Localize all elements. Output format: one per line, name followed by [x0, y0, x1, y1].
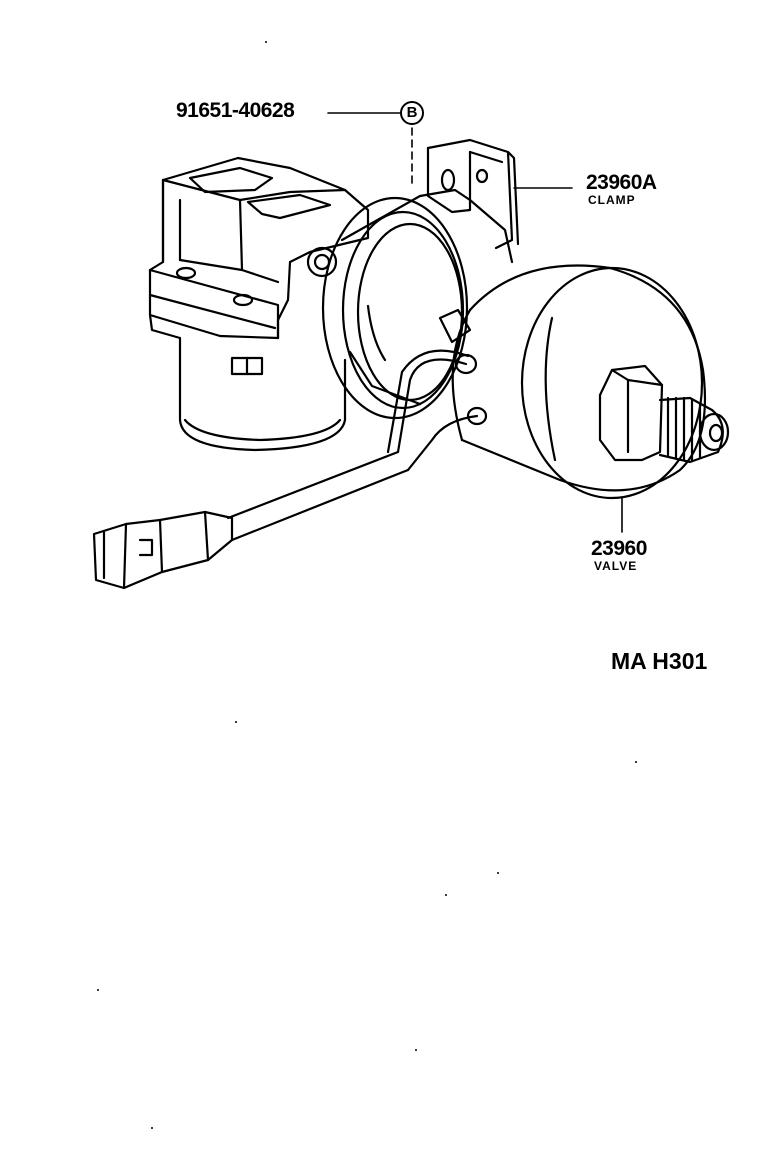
bolt-marker-circle	[400, 101, 424, 125]
bolt-marker-letter: B	[406, 104, 418, 121]
bolt-part-number: 91651-40628	[176, 99, 295, 122]
valve-body	[438, 264, 730, 500]
clamp-part-number: 23960A	[586, 171, 657, 194]
clamp-ring	[321, 138, 520, 420]
figure-code: MA H301	[611, 648, 708, 674]
connector-plug	[92, 510, 234, 590]
actuator-body	[148, 156, 370, 452]
clamp-name: CLAMP	[588, 193, 636, 207]
valve-part-number: 23960	[591, 537, 647, 560]
wire-harness	[226, 349, 479, 542]
leader-lines	[327, 112, 623, 533]
scan-speckles	[97, 41, 637, 1129]
valve-name: VALVE	[594, 559, 638, 573]
